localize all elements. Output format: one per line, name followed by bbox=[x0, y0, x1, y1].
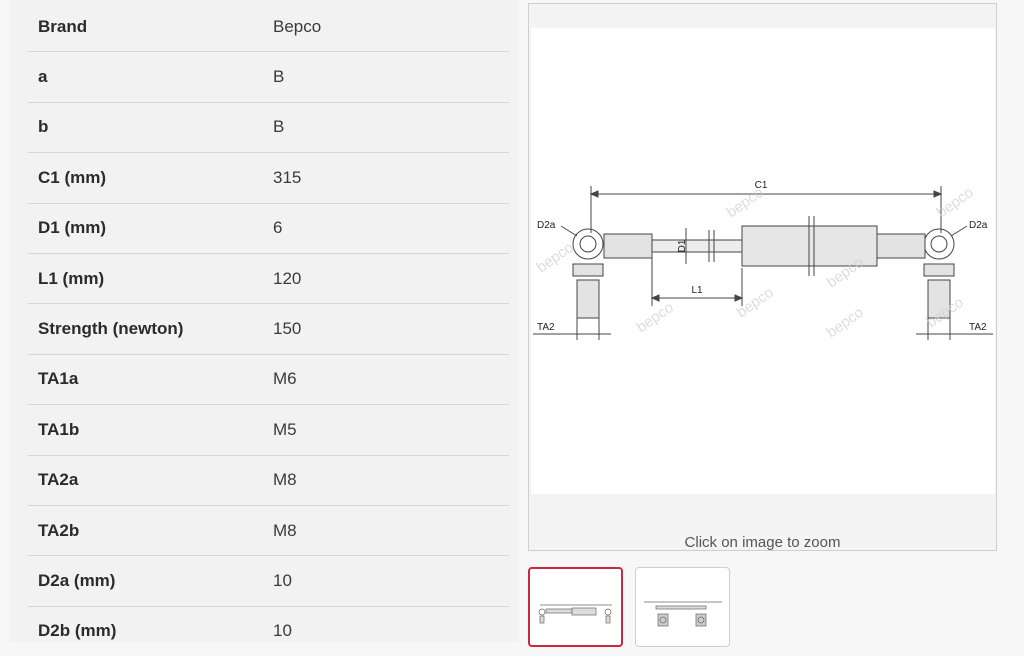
spec-key: a bbox=[38, 67, 48, 87]
dimension-label-d1: D1 bbox=[677, 239, 688, 252]
spec-row-d1: D1 (mm) 6 bbox=[28, 204, 509, 254]
dimension-label-l1: L1 bbox=[691, 285, 703, 296]
spec-value: M8 bbox=[273, 520, 297, 540]
spec-key: D2b (mm) bbox=[38, 621, 117, 641]
zoom-hint: Click on image to zoom bbox=[684, 534, 841, 551]
spec-value: M6 bbox=[273, 369, 297, 389]
spec-value: B bbox=[273, 117, 285, 137]
spec-value: M5 bbox=[273, 419, 297, 439]
thumbnail-2[interactable] bbox=[635, 567, 730, 647]
spec-value: M8 bbox=[273, 470, 297, 490]
watermark: bepco bbox=[534, 239, 577, 276]
spec-key: Brand bbox=[38, 16, 88, 36]
spec-value: 6 bbox=[273, 218, 283, 238]
spec-panel: Brand Bepco a B b B C1 (mm) 315 D1 (mm) … bbox=[10, 0, 518, 642]
dimension-label-ta2-left: TA2 bbox=[537, 322, 555, 333]
spec-row-ta1a: TA1a M6 bbox=[28, 355, 509, 406]
spec-value: 315 bbox=[273, 167, 302, 187]
spec-row-ta1b: TA1b M5 bbox=[28, 405, 509, 456]
product-image[interactable]: C1 D1 L1 D2a D2a TA2 TA2 bepco bepco bep… bbox=[531, 28, 995, 494]
gas-spring-drawing: C1 D1 L1 D2a D2a TA2 TA2 bepco bepco bep… bbox=[533, 180, 993, 341]
spec-table: Brand Bepco a B b B C1 (mm) 315 D1 (mm) … bbox=[28, 2, 509, 656]
spec-row-ta2a: TA2a M8 bbox=[28, 456, 509, 506]
spec-row-a: a B bbox=[28, 52, 509, 103]
spec-key: Strength (newton) bbox=[38, 319, 184, 339]
watermark: bepco bbox=[724, 184, 767, 221]
spec-key: b bbox=[38, 117, 49, 137]
spec-value: 120 bbox=[273, 268, 302, 288]
spec-value: 10 bbox=[273, 621, 292, 641]
spec-row-l1: L1 (mm) 120 bbox=[28, 254, 509, 305]
spec-key: TA1a bbox=[38, 369, 79, 389]
thumbnail-drawing-icon bbox=[538, 604, 612, 624]
spec-row-d2a: D2a (mm) 10 bbox=[28, 556, 509, 607]
spec-row-ta2b: TA2b M8 bbox=[28, 506, 509, 557]
thumbnail-drawing-icon bbox=[644, 601, 722, 627]
dimension-label-ta2-right: TA2 bbox=[969, 322, 987, 333]
spec-key: C1 (mm) bbox=[38, 167, 107, 187]
dimension-label-d2a-left: D2a bbox=[537, 220, 556, 231]
spec-key: D2a (mm) bbox=[38, 570, 116, 590]
watermark: bepco bbox=[934, 184, 977, 221]
dimension-label-c1: C1 bbox=[755, 180, 768, 191]
spec-key: D1 (mm) bbox=[38, 218, 107, 238]
watermark: bepco bbox=[824, 304, 867, 341]
spec-row-strength: Strength (newton) 150 bbox=[28, 304, 509, 355]
spec-value: 150 bbox=[273, 319, 302, 339]
thumbnail-1[interactable] bbox=[528, 567, 623, 647]
spec-key: TA2a bbox=[38, 470, 79, 490]
spec-row-brand: Brand Bepco bbox=[28, 2, 509, 53]
spec-key: TA2b bbox=[38, 520, 80, 540]
product-image-viewer[interactable]: C1 D1 L1 D2a D2a TA2 TA2 bepco bepco bep… bbox=[528, 3, 997, 551]
spec-key: L1 (mm) bbox=[38, 268, 105, 288]
spec-value: B bbox=[273, 67, 285, 87]
spec-row-c1: C1 (mm) 315 bbox=[28, 153, 509, 204]
spec-row-d2b: D2b (mm) 10 bbox=[28, 607, 509, 656]
spec-key: TA1b bbox=[38, 419, 80, 439]
spec-value: Bepco bbox=[273, 16, 322, 36]
dimension-label-d2a-right: D2a bbox=[969, 220, 988, 231]
spec-value: 10 bbox=[273, 570, 292, 590]
spec-row-b: b B bbox=[28, 103, 509, 154]
watermark: bepco bbox=[734, 284, 777, 321]
watermark: bepco bbox=[634, 299, 677, 336]
